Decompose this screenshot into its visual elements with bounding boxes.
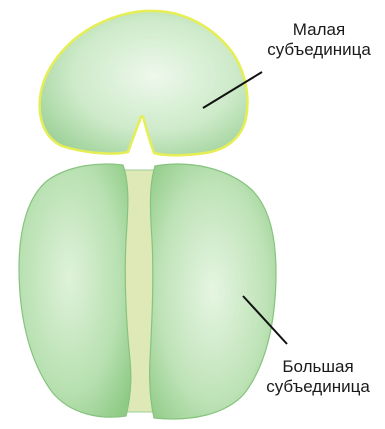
large-subunit-label-line2: субъединица (253, 377, 383, 397)
small-subunit-label: Малая субъединица (254, 20, 384, 59)
large-subunit-label-line1: Большая (253, 357, 383, 377)
large-subunit-left-lobe (19, 164, 131, 417)
small-subunit-label-line2: субъединица (254, 40, 384, 60)
large-subunit-label: Большая субъединица (253, 357, 383, 396)
small-subunit-label-line1: Малая (254, 20, 384, 40)
small-subunit-shape (40, 11, 248, 155)
